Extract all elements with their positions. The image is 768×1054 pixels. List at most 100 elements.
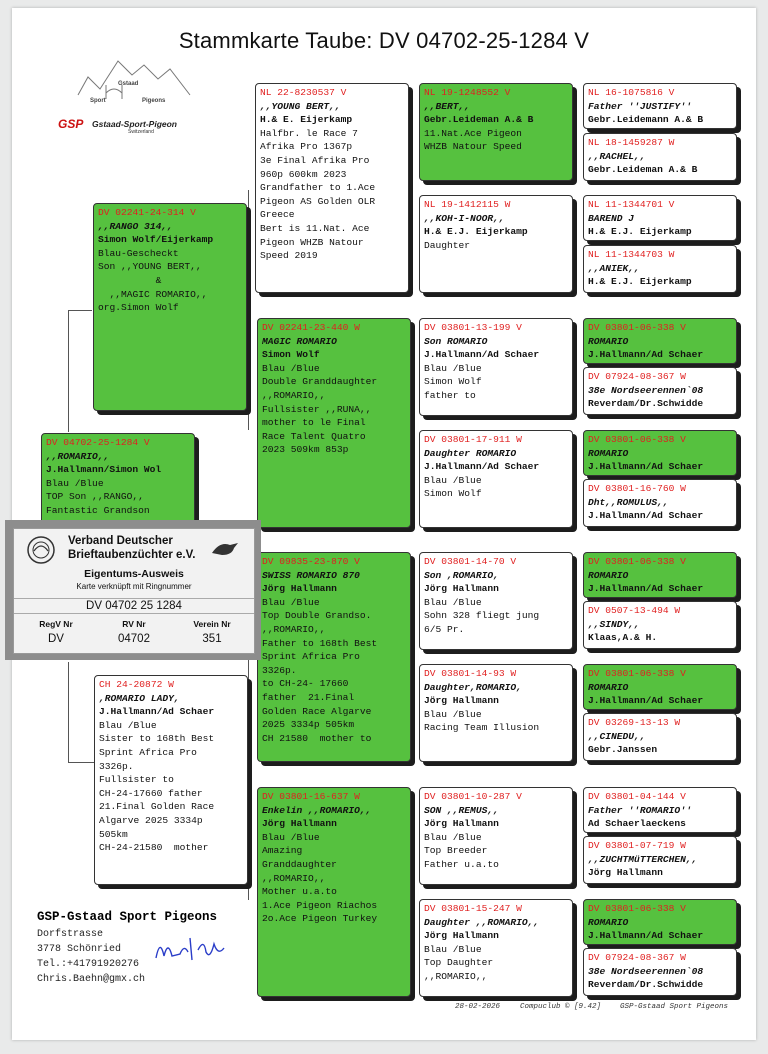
g4-ancestor-card[interactable]: DV 03801-06-338 V ROMARIO J.Hallmann/Ad … (583, 430, 737, 476)
description-line: Son ,,YOUNG BERT,, (98, 261, 202, 273)
g4-ancestor-card[interactable]: NL 11-1344703 W ,,ANIEK,, H.& E.J. Eijer… (583, 245, 737, 293)
ring-number: NL 11-1344703 W (588, 249, 675, 260)
description-line: Father u.a.to (424, 859, 499, 871)
connector-line (248, 660, 249, 900)
grandfather-maternal-card[interactable]: DV 09835-23-870 V SWISS ROMARIO 870 Jörg… (257, 552, 411, 762)
description-line: Afrika Pro 1367p (260, 141, 353, 153)
g4-ancestor-card[interactable]: DV 03801-07-719 W ,,ZUCHTMüTTERCHEN,, Jö… (583, 836, 737, 884)
ring-number: DV 03801-06-338 V (588, 903, 686, 914)
pigeon-name: Daughter ROMARIO (424, 447, 517, 459)
description-line: Golden Race Algarve (262, 705, 372, 717)
owner-name: Reverdam/Dr.Schwidde (588, 398, 704, 410)
description-line: Algarve 2025 3334p (99, 815, 203, 827)
great-grandparent-card[interactable]: DV 03801-13-199 V Son ROMARIO J.Hallmann… (419, 318, 573, 416)
pigeon-name: ,ROMARIO LADY, (99, 692, 180, 704)
g4-ancestor-card[interactable]: DV 07924-08-367 W 38e Nordseerennen`08 R… (583, 367, 737, 415)
owner-name: Gebr.Leidemann A.& B (588, 114, 704, 126)
logo-name: Gstaad-Sport-Pigeon (92, 119, 178, 129)
ring-number: DV 04702-25-1284 V (46, 437, 150, 448)
ring-number: NL 19-1412115 W (424, 199, 511, 210)
g4-ancestor-card[interactable]: DV 03801-06-338 V ROMARIO J.Hallmann/Ad … (583, 664, 737, 710)
great-grandparent-card[interactable]: DV 03801-14-93 W Daughter,ROMARIO, Jörg … (419, 664, 573, 762)
description-line: Grandfather to 1.Ace (260, 182, 376, 194)
g4-ancestor-card[interactable]: NL 16-1075816 V Father ''JUSTIFY'' Gebr.… (583, 83, 737, 129)
description-line: Blau /Blue (262, 362, 320, 374)
pigeon-name: SWISS ROMARIO 870 (262, 569, 360, 581)
description-line: Blau-Gescheckt (98, 247, 179, 259)
description-line: Simon Wolf (424, 376, 482, 388)
ring-number: DV 07924-08-367 W (588, 371, 686, 382)
owner-name: Jörg Hallmann (424, 695, 499, 707)
connector-line (68, 310, 69, 432)
pigeon-name: Father ''JUSTIFY'' (588, 100, 692, 112)
description-line: & (98, 275, 162, 287)
ring-number: DV 03801-06-338 V (588, 668, 686, 679)
description-line: Sohn 328 fliegt jung (424, 610, 540, 622)
owner-name: Jörg Hallmann (424, 583, 499, 595)
description-line: Top Breeder (424, 845, 488, 857)
description-line: Amazing (262, 845, 303, 857)
club-logo: Gstaad Sport Pigeons (70, 55, 200, 150)
description-line: 2023 509km 853p (262, 444, 349, 456)
mother-card[interactable]: CH 24-20872 W ,ROMARIO LADY, J.Hallmann/… (94, 675, 248, 885)
description-line: ,,MAGIC ROMARIO,, (98, 288, 208, 300)
grandmother-maternal-card[interactable]: DV 03801-16-637 W Enkelin ,,ROMARIO,, Jö… (257, 787, 411, 997)
description-line: father to (424, 390, 476, 402)
connector-line (248, 190, 249, 430)
owner-name: J.Hallmann/Ad Schaer (99, 706, 215, 718)
g4-ancestor-card[interactable]: DV 07924-08-367 W 38e Nordseerennen`08 R… (583, 948, 737, 996)
g4-ancestor-card[interactable]: DV 0507-13-494 W ,,SINDY,, Klaas,A.& H. (583, 601, 737, 649)
father-card[interactable]: DV 02241-24-314 V ,,RANGO 314,, Simon Wo… (93, 203, 247, 411)
pigeon-name: Enkelin ,,ROMARIO,, (262, 804, 372, 816)
ring-number: NL 22-8230537 V (260, 87, 347, 98)
great-grandparent-card[interactable]: DV 03801-10-287 V SON ,,REMUS,, Jörg Hal… (419, 787, 573, 885)
great-grandparent-card[interactable]: DV 03801-15-247 W Daughter ,,ROMARIO,, J… (419, 899, 573, 997)
ring-number: DV 09835-23-870 V (262, 556, 360, 567)
g4-ancestor-card[interactable]: DV 03269-13-13 W ,,CINEDU,, Gebr.Janssen (583, 713, 737, 761)
g4-ancestor-card[interactable]: DV 03801-06-338 V ROMARIO J.Hallmann/Ad … (583, 318, 737, 364)
owner-name: Jörg Hallmann (424, 930, 499, 942)
pigeon-name: MAGIC ROMARIO (262, 335, 337, 347)
description-line: Mother u.a.to (262, 886, 337, 898)
description-line: ,,ROMARIO,, (262, 872, 326, 884)
g4-ancestor-card[interactable]: NL 18-1459287 W ,,RACHEL,, Gebr.Leideman… (583, 133, 737, 181)
description-line: Blau /Blue (424, 596, 482, 608)
description-line: TOP Son ,,RANGO,, (46, 491, 144, 503)
owner-name: Simon Wolf/Eijerkamp (98, 234, 214, 246)
owner-name: H.& E. Eijerkamp (260, 114, 353, 126)
pigeon-name: ,,YOUNG BERT,, (260, 100, 341, 112)
g4-ancestor-card[interactable]: DV 03801-16-760 W Dht,,ROMULUS,, J.Hallm… (583, 479, 737, 527)
description-line: Race Talent Quatro (262, 430, 366, 442)
owner-name: Ad Schaerlaeckens (588, 818, 686, 830)
description-line: WHZB Natour Speed (424, 141, 522, 153)
owner-name: H.& E.J. Eijerkamp (424, 226, 528, 238)
g4-ancestor-card[interactable]: DV 03801-06-338 V ROMARIO J.Hallmann/Ad … (583, 552, 737, 598)
grandmother-paternal-card[interactable]: DV 02241-23-440 W MAGIC ROMARIO Simon Wo… (257, 318, 411, 528)
g4-ancestor-card[interactable]: DV 03801-06-338 V ROMARIO J.Hallmann/Ad … (583, 899, 737, 945)
ring-number: NL 19-1248552 V (424, 87, 511, 98)
owner-name: J.Hallmann/Simon Wol (46, 464, 162, 476)
g4-ancestor-card[interactable]: DV 03801-04-144 V Father ''ROMARIO'' Ad … (583, 787, 737, 833)
ring-number: DV 03801-14-93 W (424, 668, 517, 679)
great-grandparent-card[interactable]: NL 19-1412115 W ,,KOH-I-NOOR,, H.& E.J. … (419, 195, 573, 293)
description-line: 11.Nat.Ace Pigeon (424, 127, 522, 139)
owner-name: J.Hallmann/Ad Schaer (588, 349, 704, 361)
description-line: 3326p. (99, 760, 134, 772)
ring-number: NL 16-1075816 V (588, 87, 675, 98)
great-grandparent-card[interactable]: NL 19-1248552 V ,,BERT,, Gebr.Leideman A… (419, 83, 573, 181)
description-line: Sprint Africa Pro (99, 747, 197, 759)
ring-number: DV 03801-04-144 V (588, 791, 686, 802)
great-grandparent-card[interactable]: DV 03801-17-911 W Daughter ROMARIO J.Hal… (419, 430, 573, 528)
ring-number: DV 07924-08-367 W (588, 952, 686, 963)
grandfather-paternal-card[interactable]: NL 22-8230537 V ,,YOUNG BERT,, H.& E. Ei… (255, 83, 409, 293)
owner-name: J.Hallmann/Ad Schaer (588, 461, 704, 473)
mountain-logo-icon (77, 60, 191, 99)
description-line: Simon Wolf (424, 488, 482, 500)
description-line: Daughter (424, 239, 471, 251)
great-grandparent-card[interactable]: DV 03801-14-70 V Son ,ROMARIO, Jörg Hall… (419, 552, 573, 650)
g4-ancestor-card[interactable]: NL 11-1344701 V BAREND J H.& E.J. Eijerk… (583, 195, 737, 241)
description-line: 2025 3334p 505km (262, 719, 355, 731)
ring-number: DV 0507-13-494 W (588, 605, 681, 616)
pigeon-name: ,,BERT,, (424, 100, 471, 112)
